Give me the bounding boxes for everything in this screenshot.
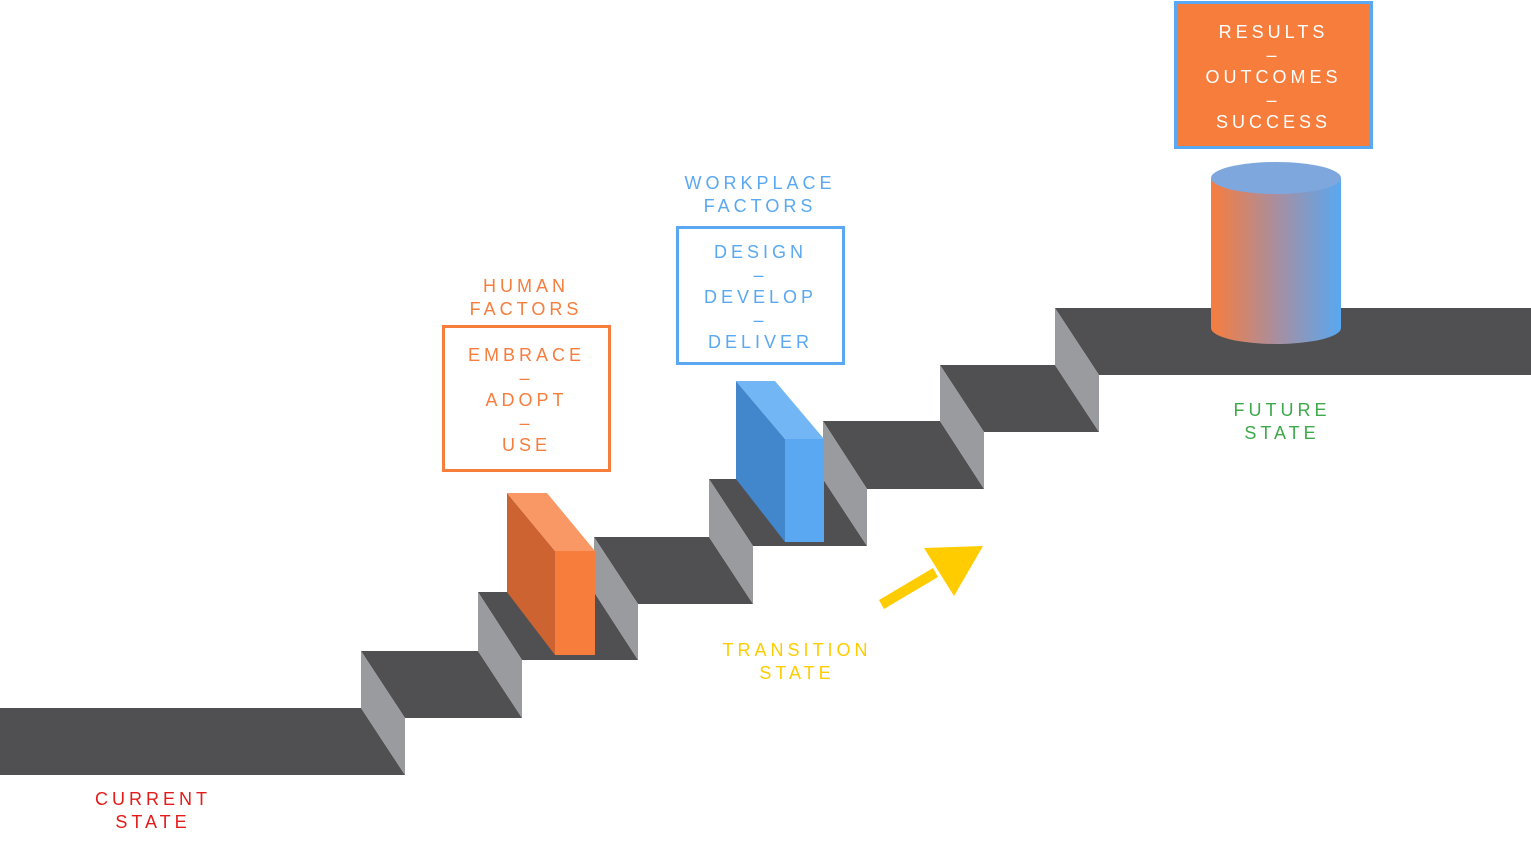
- riser-4: [709, 479, 753, 604]
- box-line-use: USE: [501, 435, 551, 455]
- tread-current: [0, 708, 405, 775]
- blue-block-front: [785, 439, 824, 542]
- workplace-factors-line-1: WORKPLACE: [684, 173, 836, 193]
- riser-5: [823, 421, 867, 546]
- blue-block-top: [736, 381, 824, 439]
- current-state-line-1: CURRENT: [95, 789, 211, 809]
- blue-block-side: [736, 381, 785, 542]
- cylinder-icon: [1211, 162, 1341, 344]
- orange-block-front: [555, 551, 595, 655]
- box-line-results: RESULTS: [1218, 22, 1329, 42]
- future-state-line-1: FUTURE: [1233, 400, 1331, 420]
- riser-2: [478, 592, 522, 718]
- box-line-dash: –: [753, 264, 768, 285]
- box-line-dash: –: [519, 367, 534, 388]
- human-factors-line-1: HUMAN: [483, 276, 569, 296]
- riser-3: [594, 537, 638, 660]
- workplace-factors-block: [736, 381, 824, 542]
- box-line-adopt: ADOPT: [485, 390, 568, 410]
- box-line-design: DESIGN: [713, 242, 807, 262]
- riser-6: [940, 365, 984, 489]
- future-state-line-2: STATE: [1244, 423, 1320, 443]
- tread-5: [823, 421, 984, 489]
- stair-risers: [361, 308, 1099, 775]
- human-factors-label: HUMAN FACTORS: [426, 275, 626, 321]
- future-state-label: FUTURE STATE: [1182, 399, 1382, 445]
- box-line-dash: –: [519, 412, 534, 433]
- box-line-develop: DEVELOP: [703, 287, 818, 307]
- tread-3: [594, 537, 753, 604]
- transition-state-line-1: TRANSITION: [722, 640, 872, 660]
- human-factors-box: EMBRACE – ADOPT – USE: [442, 325, 611, 472]
- current-state-label: CURRENT STATE: [53, 788, 253, 834]
- workplace-factors-line-2: FACTORS: [703, 196, 817, 216]
- orange-block-side: [507, 493, 555, 655]
- human-factors-block: [507, 493, 595, 655]
- riser-1: [361, 651, 405, 775]
- arrow-up-right-icon: [879, 546, 983, 609]
- box-line-deliver: DELIVER: [707, 332, 814, 352]
- current-state-line-2: STATE: [115, 812, 191, 832]
- box-line-dash: –: [1266, 89, 1281, 110]
- tread-6: [940, 365, 1099, 432]
- workplace-factors-label: WORKPLACE FACTORS: [660, 172, 860, 218]
- box-line-embrace: EMBRACE: [467, 345, 585, 365]
- workplace-factors-box: DESIGN – DEVELOP – DELIVER: [676, 226, 845, 365]
- orange-block-top: [507, 493, 595, 551]
- box-line-dash: –: [1266, 44, 1281, 65]
- box-line-dash: –: [753, 309, 768, 330]
- human-factors-line-2: FACTORS: [469, 299, 583, 319]
- transition-state-label: TRANSITION STATE: [697, 639, 897, 685]
- riser-7: [1055, 308, 1099, 432]
- results-box: RESULTS – OUTCOMES – SUCCESS: [1174, 1, 1373, 149]
- tread-1: [361, 651, 522, 718]
- box-line-success: SUCCESS: [1215, 112, 1332, 132]
- box-line-outcomes: OUTCOMES: [1205, 67, 1342, 87]
- transition-state-line-2: STATE: [759, 663, 835, 683]
- stair-treads: [0, 308, 1531, 775]
